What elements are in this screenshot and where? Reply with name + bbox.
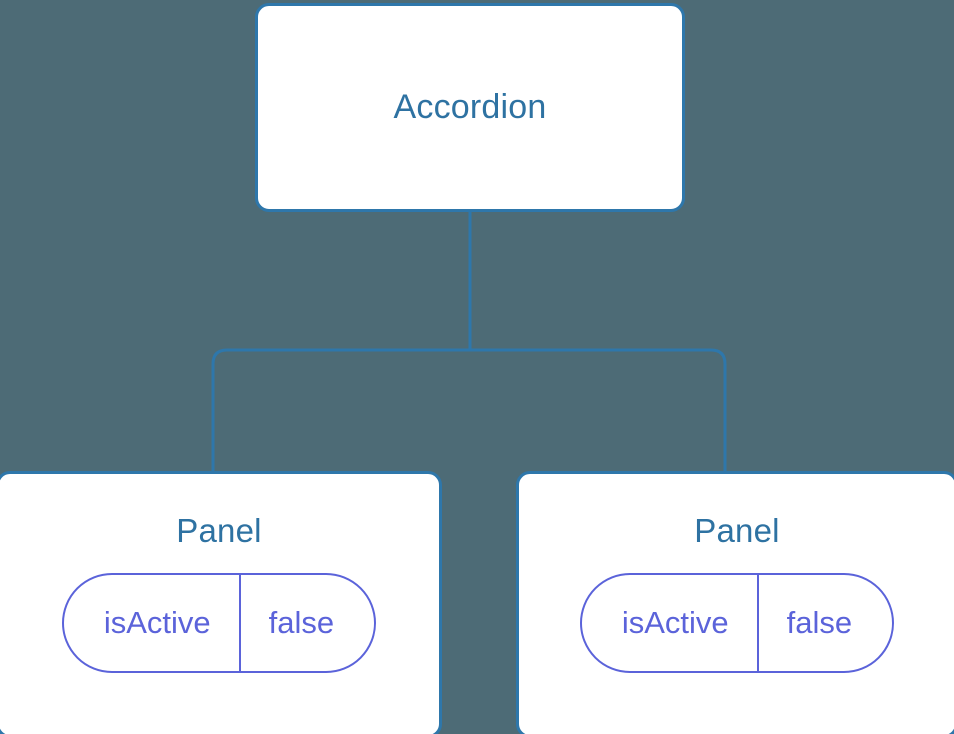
state-pill-left[interactable]: isActive false [61,573,377,674]
node-accordion-title: Accordion [393,87,547,126]
state-pill-right-key: isActive [582,575,759,672]
state-pill-right[interactable]: isActive false [579,573,895,674]
node-panel-left[interactable]: Panel isActive false [0,471,442,734]
state-pill-left-value: false [268,605,335,641]
node-panel-right[interactable]: Panel isActive false [516,471,954,734]
node-panel-left-title: Panel [176,512,262,549]
edge-root-to-panel-right [470,348,727,474]
state-pill-right-value: false [786,605,853,641]
state-pill-left-key: isActive [64,575,241,672]
node-accordion[interactable]: Accordion [255,3,685,212]
node-panel-right-title: Panel [694,512,780,549]
edge-root-to-panel-left [211,348,470,474]
